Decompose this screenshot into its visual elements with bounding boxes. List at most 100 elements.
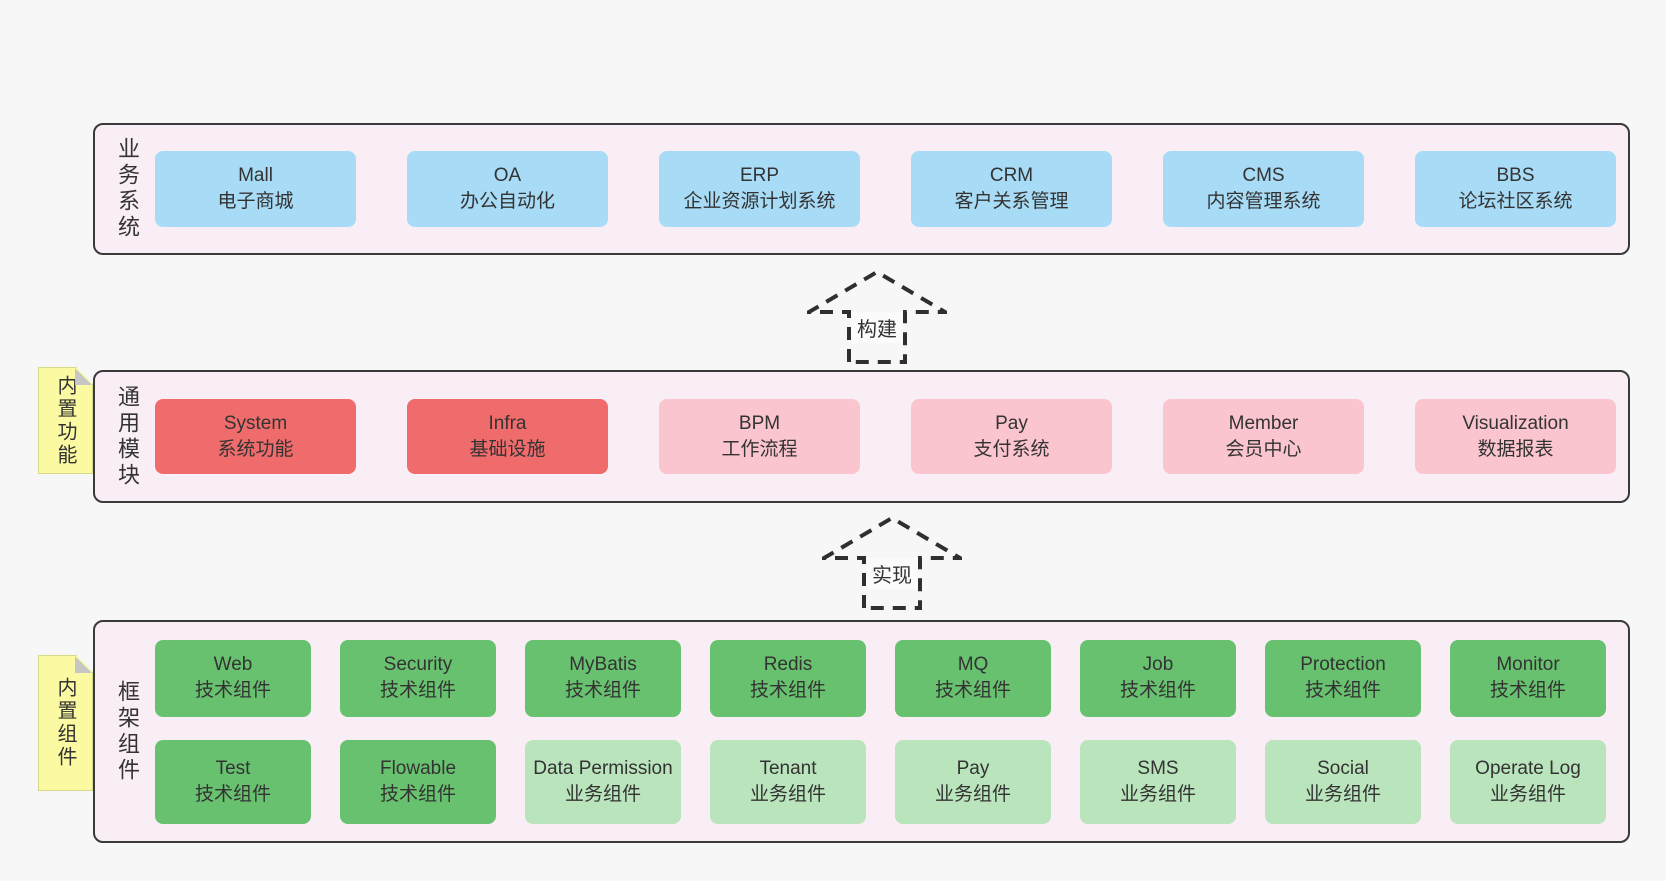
box-flowable: Flowable 技术组件 xyxy=(340,739,496,824)
box-title: Web xyxy=(213,654,253,675)
box-member: Member 会员中心 xyxy=(1163,399,1364,474)
box-operate-log: Operate Log 业务组件 xyxy=(1450,739,1606,824)
box-protection: Protection 技术组件 xyxy=(1265,639,1421,717)
arrow-implement-label: 实现 xyxy=(866,558,918,589)
framework-components-grid: Web 技术组件 Security 技术组件 MyBatis 技术组件 Redi… xyxy=(155,639,1606,824)
box-subtitle: 内容管理系统 xyxy=(1206,191,1321,212)
box-subtitle: 技术组件 xyxy=(749,680,826,701)
folded-corner-icon xyxy=(75,656,92,673)
box-pay-component: Pay 业务组件 xyxy=(895,739,1051,824)
box-title: Data Permission xyxy=(533,757,673,779)
box-cms: CMS 内容管理系统 xyxy=(1163,151,1364,227)
box-subtitle: 电子商城 xyxy=(217,191,294,212)
box-title: MQ xyxy=(957,654,989,675)
box-subtitle: 技术组件 xyxy=(194,783,271,805)
box-title: Job xyxy=(1142,654,1174,675)
arrow-up-dashed-icon xyxy=(822,516,962,610)
box-subtitle: 技术组件 xyxy=(1304,680,1381,701)
box-job: Job 技术组件 xyxy=(1080,639,1236,717)
box-title: Operate Log xyxy=(1475,757,1581,779)
folded-corner-icon xyxy=(75,368,92,385)
sticky-note-label: 内置组件 xyxy=(54,677,76,769)
box-subtitle: 业务组件 xyxy=(749,783,826,805)
box-title: Tenant xyxy=(759,757,817,779)
layer-common-modules-label: 通用模块 xyxy=(115,384,140,489)
box-monitor: Monitor 技术组件 xyxy=(1450,639,1606,717)
box-title: Flowable xyxy=(379,757,457,779)
box-mall: Mall 电子商城 xyxy=(155,151,356,227)
business-systems-row: Mall 电子商城 OA 办公自动化 ERP 企业资源计划系统 CRM 客户关系… xyxy=(155,151,1616,227)
arrow-up-dashed-icon xyxy=(807,270,947,364)
box-title: Redis xyxy=(763,654,813,675)
sticky-note-label: 内置功能 xyxy=(54,374,76,467)
arrow-build: 构建 xyxy=(807,270,947,364)
box-pay-system: Pay 支付系统 xyxy=(911,399,1112,474)
box-subtitle: 办公自动化 xyxy=(459,191,555,212)
box-visualization: Visualization 数据报表 xyxy=(1415,399,1616,474)
box-subtitle: 数据报表 xyxy=(1477,438,1554,460)
box-title: CMS xyxy=(1242,165,1285,186)
box-subtitle: 基础设施 xyxy=(469,438,546,460)
box-subtitle: 业务组件 xyxy=(1119,783,1196,805)
box-bbs: BBS 论坛社区系统 xyxy=(1415,151,1616,227)
box-title: BPM xyxy=(738,412,781,434)
layer-business-systems: 业务系统 Mall 电子商城 OA 办公自动化 ERP 企业资源计划系统 CRM… xyxy=(93,123,1630,255)
box-subtitle: 技术组件 xyxy=(934,680,1011,701)
box-title: BBS xyxy=(1496,165,1535,186)
box-title: Visualization xyxy=(1462,412,1569,434)
box-test: Test 技术组件 xyxy=(155,739,311,824)
layer-common-modules: 通用模块 System 系统功能 Infra 基础设施 BPM 工作流程 Pay… xyxy=(93,370,1630,503)
box-title: Test xyxy=(215,757,251,779)
box-security: Security 技术组件 xyxy=(340,639,496,717)
box-subtitle: 系统功能 xyxy=(217,438,294,460)
box-bpm: BPM 工作流程 xyxy=(659,399,860,474)
box-oa: OA 办公自动化 xyxy=(407,151,608,227)
box-data-permission: Data Permission 业务组件 xyxy=(525,739,681,824)
box-title: Mall xyxy=(238,165,273,186)
box-tenant: Tenant 业务组件 xyxy=(710,739,866,824)
box-title: Member xyxy=(1228,412,1299,434)
box-social: Social 业务组件 xyxy=(1265,739,1421,824)
box-sms: SMS 业务组件 xyxy=(1080,739,1236,824)
box-subtitle: 技术组件 xyxy=(564,680,641,701)
box-title: OA xyxy=(493,165,522,186)
box-redis: Redis 技术组件 xyxy=(710,639,866,717)
box-subtitle: 技术组件 xyxy=(194,680,271,701)
layer-business-systems-label: 业务系统 xyxy=(115,137,140,241)
box-title: Social xyxy=(1317,757,1369,779)
box-subtitle: 技术组件 xyxy=(379,680,456,701)
box-erp: ERP 企业资源计划系统 xyxy=(659,151,860,227)
box-subtitle: 企业资源计划系统 xyxy=(683,191,836,212)
common-modules-row: System 系统功能 Infra 基础设施 BPM 工作流程 Pay 支付系统… xyxy=(155,399,1616,474)
box-title: Infra xyxy=(488,412,527,434)
box-title: Monitor xyxy=(1496,654,1560,675)
arrow-build-label: 构建 xyxy=(851,312,903,343)
box-subtitle: 技术组件 xyxy=(1489,680,1566,701)
box-subtitle: 技术组件 xyxy=(1119,680,1196,701)
box-mybatis: MyBatis 技术组件 xyxy=(525,639,681,717)
box-subtitle: 论坛社区系统 xyxy=(1458,191,1573,212)
box-system: System 系统功能 xyxy=(155,399,356,474)
sticky-note-builtin-components: 内置组件 xyxy=(38,655,93,791)
box-subtitle: 业务组件 xyxy=(564,783,641,805)
box-title: CRM xyxy=(989,165,1034,186)
box-subtitle: 会员中心 xyxy=(1225,438,1302,460)
box-subtitle: 客户关系管理 xyxy=(954,191,1069,212)
box-mq: MQ 技术组件 xyxy=(895,639,1051,717)
framework-row-2: Test 技术组件 Flowable 技术组件 Data Permission … xyxy=(155,739,1606,824)
box-subtitle: 支付系统 xyxy=(973,438,1050,460)
arrow-implement: 实现 xyxy=(822,516,962,610)
box-subtitle: 业务组件 xyxy=(1489,783,1566,805)
box-title: Pay xyxy=(995,412,1028,434)
box-title: Protection xyxy=(1300,654,1386,675)
box-web: Web 技术组件 xyxy=(155,639,311,717)
framework-row-1: Web 技术组件 Security 技术组件 MyBatis 技术组件 Redi… xyxy=(155,639,1606,717)
box-subtitle: 技术组件 xyxy=(379,783,456,805)
box-title: ERP xyxy=(739,165,780,186)
box-infra: Infra 基础设施 xyxy=(407,399,608,474)
box-title: SMS xyxy=(1137,757,1179,779)
box-title: Pay xyxy=(956,757,990,779)
box-crm: CRM 客户关系管理 xyxy=(911,151,1112,227)
box-subtitle: 业务组件 xyxy=(1304,783,1381,805)
box-title: System xyxy=(223,412,288,434)
